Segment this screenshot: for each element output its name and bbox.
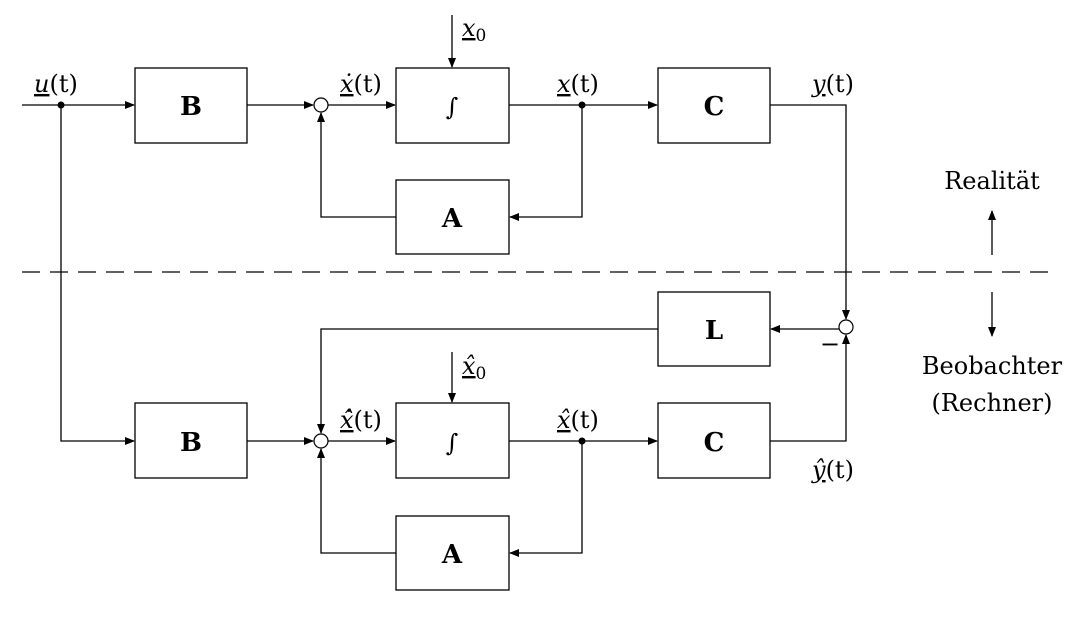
integrator-top-label: ∫ <box>446 93 459 121</box>
label-part: x̂̇ <box>340 406 354 434</box>
A-to-sum-bottom-arrow <box>317 448 396 554</box>
label-x: x(t) <box>557 70 599 98</box>
label-xhatdot: x̂̇(t) <box>340 406 382 434</box>
u-to-observer-B-arrow <box>60 105 135 445</box>
label-observer: Beobachter <box>922 352 1063 380</box>
block-B-top-label: B <box>180 92 202 122</box>
label-part: (t) <box>826 70 854 98</box>
label-xhat0: x̂0 <box>462 352 486 384</box>
block-C-top-label: C <box>704 92 725 122</box>
A-to-sum-arrow <box>317 112 396 218</box>
label-part: (t) <box>571 406 599 434</box>
y-to-error-sum-arrow <box>770 104 850 320</box>
block-B-bottom <box>134 402 248 479</box>
label-part: (t) <box>354 406 382 434</box>
block-A-top-label: A <box>441 204 463 234</box>
label-u: u(t) <box>34 70 78 98</box>
minus-sign: − <box>820 330 840 358</box>
x-to-A-arrow <box>509 105 583 221</box>
error-sum-junction <box>838 319 854 335</box>
label-part: (t) <box>571 70 599 98</box>
integrator-block-bottom <box>395 402 510 479</box>
block-B-top <box>134 67 248 144</box>
label-xdot: ẋ(t) <box>340 70 382 98</box>
label-part: (t) <box>826 456 854 484</box>
label-part: 0 <box>476 364 487 384</box>
integrator-bottom-label: ∫ <box>446 429 459 457</box>
label-part: (t) <box>354 70 382 98</box>
label-part: x <box>462 14 476 42</box>
block-L-label: L <box>705 316 723 346</box>
label-part: x <box>557 70 571 98</box>
label-yhat: ŷ(t) <box>811 456 854 484</box>
label-reality: Realität <box>944 167 1040 195</box>
yhat-to-error-sum-arrow <box>770 334 850 442</box>
label-part: ŷ <box>811 456 826 484</box>
label-x0: x0 <box>462 14 486 46</box>
block-C-bottom-label: C <box>704 428 725 458</box>
block-A-top <box>395 179 510 255</box>
L-to-sum-bottom-arrow <box>317 328 658 434</box>
sum-junction-top <box>313 97 329 113</box>
block-A-bottom <box>395 515 510 591</box>
label-part: (t) <box>49 70 77 98</box>
block-B-bottom-label: B <box>180 428 202 458</box>
block-L <box>657 291 771 367</box>
label-part: ẋ <box>340 70 354 98</box>
label-part: u <box>34 70 49 98</box>
block-C-bottom <box>657 402 771 479</box>
label-y: y(t) <box>811 70 854 98</box>
label-part: x̂ <box>462 352 476 380</box>
integrator-block-top <box>395 67 510 144</box>
label-computer: (Rechner) <box>931 389 1052 417</box>
label-part: y <box>811 70 826 98</box>
label-part: x̂ <box>557 406 571 434</box>
block-A-bottom-label: A <box>441 540 463 570</box>
label-xhat: x̂(t) <box>557 406 599 434</box>
block-C-top <box>657 67 771 144</box>
sum-junction-bottom <box>313 433 329 449</box>
xhat-to-A-arrow <box>509 441 583 557</box>
label-part: 0 <box>476 26 487 46</box>
